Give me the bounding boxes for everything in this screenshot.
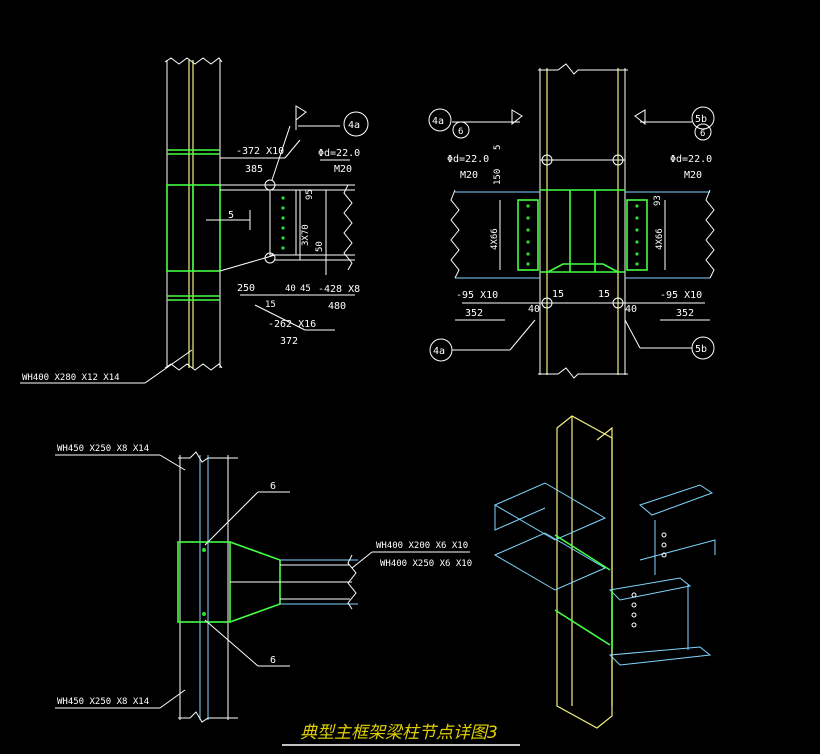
- d2-bolt-spec-r: Φd=22.0: [670, 154, 712, 165]
- d2-bolt-r: M20: [684, 170, 702, 181]
- d2-plate-l-len: 352: [465, 308, 483, 319]
- d1-dim-95: 95: [305, 189, 315, 200]
- d1-plate-top-len: 385: [245, 164, 263, 175]
- detail-2-elevation: 4a 6 5b 6 4a 5b Φd=22.0 M20 Φd=22.0 M20 …: [428, 63, 715, 379]
- d1-dim-15: 15: [265, 300, 276, 310]
- d2-plate-r-len: 352: [676, 308, 694, 319]
- d2-bolt-spec-l: Φd=22.0: [447, 154, 489, 165]
- d2-callout-lt: 4a: [432, 116, 444, 127]
- d1-bolt: M20: [334, 164, 352, 175]
- d1-plate-web-len: 480: [328, 301, 346, 312]
- d2-plate-l: -95 X10: [456, 290, 498, 301]
- d1-plate-top: -372 X10: [236, 146, 284, 157]
- detail-4-isometric: [493, 415, 716, 729]
- d2-callout-lb: 4a: [433, 346, 445, 357]
- d2-dim-5: 5: [493, 145, 503, 150]
- d2-callout-lt-sub: 6: [458, 127, 463, 137]
- d1-dim-50: 50: [315, 241, 325, 252]
- d2-bolt-rows-r: 4X66: [655, 228, 665, 250]
- d3-weld-top: 6: [270, 481, 276, 492]
- d2-dim-15b: 15: [598, 289, 610, 300]
- d1-bolt-spec: Φd=22.0: [318, 148, 360, 159]
- d2-dim-150: 150: [493, 169, 503, 185]
- d1-plate-bot-len: 372: [280, 336, 298, 347]
- d1-plate-bot: -262 X16: [268, 319, 316, 330]
- drawing-title-block: 典型主框架梁柱节点详图3: [282, 723, 520, 746]
- d1-dim-45: 45: [300, 284, 311, 294]
- d3-beam-b: WH400 X250 X6 X10: [380, 559, 472, 569]
- d1-column-label: WH400 X280 X12 X14: [22, 373, 120, 383]
- d2-callout-rb: 5b: [695, 344, 707, 355]
- d3-column-top: WH450 X250 X8 X14: [57, 444, 149, 454]
- d1-dim-250: 250: [237, 283, 255, 294]
- detail-1-elevation: -372 X10 385 Φd=22.0 M20 5 3X70 95 50 25…: [20, 57, 369, 384]
- d1-weld-size: 5: [228, 210, 234, 221]
- d2-dim-93: 93: [653, 195, 663, 206]
- d2-bolt-rows-l: 4X66: [490, 228, 500, 250]
- d1-plate-web: -428 X8: [318, 284, 360, 295]
- d2-callout-rt-sub: 6: [700, 129, 705, 139]
- d1-callout: 4a: [348, 120, 360, 131]
- d2-plate-r: -95 X10: [660, 290, 702, 301]
- detail-3-plan: WH450 X250 X8 X14 WH450 X250 X8 X14 WH40…: [55, 444, 472, 723]
- d2-callout-rt: 5b: [695, 114, 707, 125]
- d2-dim-15a: 15: [552, 289, 564, 300]
- d2-dim-40a: 40: [528, 304, 540, 315]
- d3-column-bot: WH450 X250 X8 X14: [57, 697, 149, 707]
- d3-weld-bot: 6: [270, 655, 276, 666]
- d1-bolt-rows: 3X70: [301, 224, 311, 246]
- d3-beam-a: WH400 X200 X6 X10: [376, 541, 468, 551]
- drawing-title: 典型主框架梁柱节点详图3: [300, 723, 498, 743]
- d1-dim-40: 40: [285, 284, 296, 294]
- d2-dim-40b: 40: [625, 304, 637, 315]
- d2-bolt-l: M20: [460, 170, 478, 181]
